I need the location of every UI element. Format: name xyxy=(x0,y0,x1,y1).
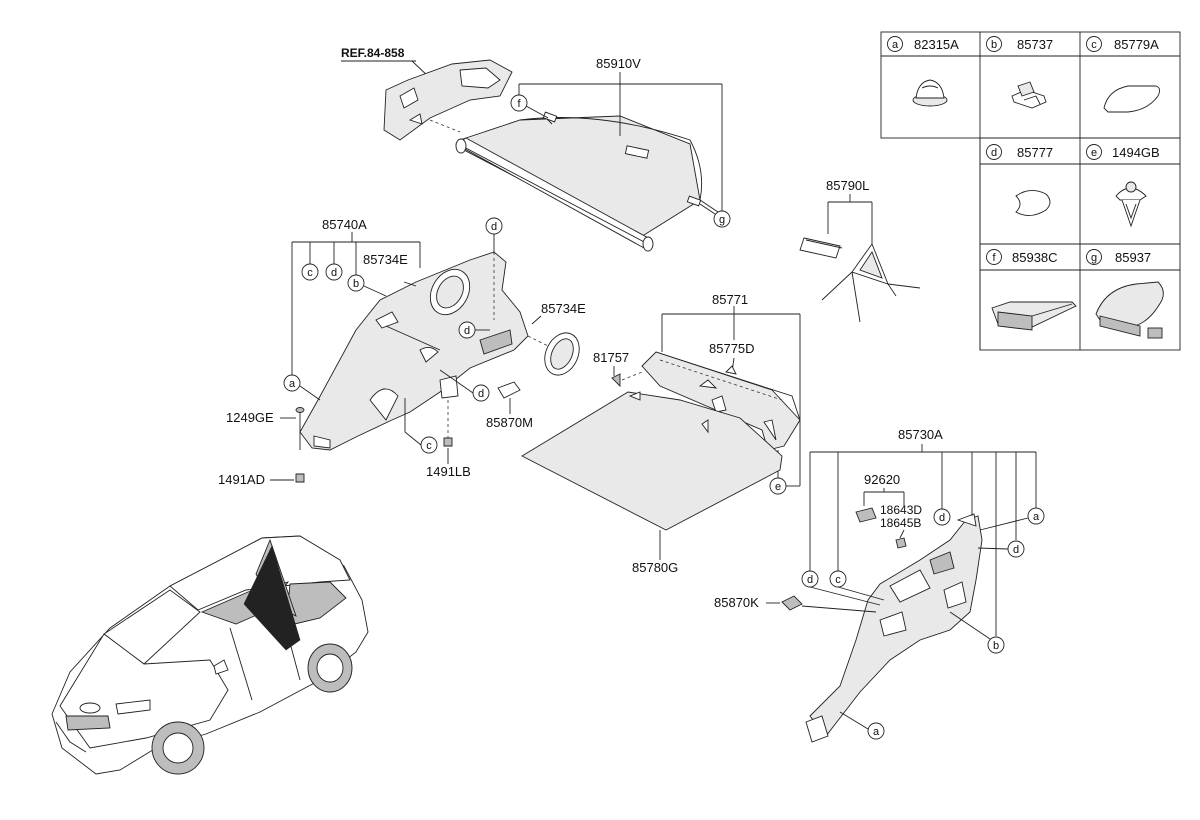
legend-code-85779a: 85779A xyxy=(1114,37,1159,52)
callout-d-left-4: d xyxy=(478,388,484,400)
callout-c-left-2: c xyxy=(426,440,432,452)
legend-letter-d: d xyxy=(991,147,997,159)
reference-label: REF.84-858 xyxy=(341,46,431,79)
legend-letter-e: e xyxy=(1091,147,1097,159)
label-92620: 92620 xyxy=(864,472,900,487)
reference-text: REF.84-858 xyxy=(341,46,405,60)
label-81757: 81757 xyxy=(593,350,629,365)
garnish-85870k-icon xyxy=(781,595,803,611)
callout-85910v: 85910V f g xyxy=(510,56,731,228)
callout-g: g xyxy=(719,214,725,226)
label-18643d: 18643D xyxy=(880,503,922,517)
callout-a-left: a xyxy=(289,378,296,390)
legend-letter-b: b xyxy=(991,39,997,51)
clip-85737-icon xyxy=(1011,81,1047,109)
label-85870k: 85870K xyxy=(714,595,759,610)
label-85740a: 85740A xyxy=(322,217,367,232)
legend-code-85937: 85937 xyxy=(1115,250,1151,265)
callout-d-left-1: d xyxy=(331,267,337,279)
legend-code-85777: 85777 xyxy=(1017,145,1053,160)
garnish-85870m xyxy=(497,381,521,399)
callout-c-right: c xyxy=(835,574,841,586)
callout-d-left-3: d xyxy=(464,325,470,337)
bulb-icon xyxy=(895,537,907,549)
legend-letter-a: a xyxy=(892,39,899,51)
callout-b-right: b xyxy=(993,640,999,652)
transverse-callouts: 85771 85775D e 81757 xyxy=(593,292,801,495)
callout-a-right-1: a xyxy=(1033,511,1040,523)
legend-cell-f: f 85938C xyxy=(986,249,1058,265)
legend-letter-g: g xyxy=(1091,252,1097,264)
callout-d-right-3: d xyxy=(1013,544,1019,556)
legend-code-82315a: 82315A xyxy=(914,37,959,52)
legend-cell-d: d 85777 xyxy=(986,144,1053,160)
callout-d-right-1: d xyxy=(807,574,813,586)
bracket-85938c-icon xyxy=(991,301,1077,331)
legend-code-85737: 85737 xyxy=(1017,37,1053,52)
callout-a-right-2: a xyxy=(873,726,880,738)
callout-d-left-2: d xyxy=(491,221,497,233)
label-85910v: 85910V xyxy=(596,56,641,71)
right-trim-callouts: 85730A d c d a d b a 92620 18 xyxy=(714,427,1045,740)
right-luggage-trim xyxy=(805,513,983,743)
cargo-cover-assembly xyxy=(383,59,719,252)
luggage-mat: 85780G xyxy=(521,391,783,575)
left-trim-callouts: 85740A 85734E c d b a d d d c 85734E xyxy=(283,217,586,454)
label-85775d: 85775D xyxy=(709,341,755,356)
left-luggage-trim xyxy=(299,251,529,451)
label-85771: 85771 xyxy=(712,292,748,307)
legend-letter-c: c xyxy=(1091,39,1097,51)
label-1249ge: 1249GE xyxy=(226,410,274,425)
legend-cell-a: a 82315A xyxy=(887,36,959,52)
screw-1491ad: 1491AD xyxy=(218,472,305,487)
legend-code-85938c: 85938C xyxy=(1012,250,1058,265)
transverse-trim-85771 xyxy=(641,351,801,451)
callout-b-left: b xyxy=(353,278,359,290)
clip-1494gb-icon xyxy=(1115,181,1147,228)
callout-d-right-2: d xyxy=(939,512,945,524)
clip-85777-icon xyxy=(1015,190,1051,216)
bolt-1491lb: 1491LB xyxy=(426,400,471,479)
label-1491lb: 1491LB xyxy=(426,464,471,479)
label-85870m: 85870M xyxy=(486,415,533,430)
lamp-92620-icon xyxy=(855,507,877,523)
label-85780g: 85780G xyxy=(632,560,678,575)
label-85734e-right: 85734E xyxy=(541,301,586,316)
callout-e: e xyxy=(775,481,781,493)
bracket-85937-icon xyxy=(1095,281,1164,339)
label-85790l: 85790L xyxy=(826,178,869,193)
callout-c-left-1: c xyxy=(307,267,313,279)
label-18645b: 18645B xyxy=(880,516,921,530)
legend-cell-b: b 85737 xyxy=(986,36,1053,52)
clip-82315a-icon xyxy=(912,79,948,107)
label-1491ad: 1491AD xyxy=(218,472,265,487)
callout-f: f xyxy=(517,98,521,110)
label-85734e-left: 85734E xyxy=(363,252,408,267)
warning-triangle: 85790L xyxy=(799,178,921,323)
screw-1249ge: 1249GE xyxy=(226,407,305,450)
legend-cell-c: c 85779A xyxy=(1086,36,1159,52)
legend-cell-g: g 85937 xyxy=(1086,249,1151,265)
legend-code-1494gb: 1494GB xyxy=(1112,145,1160,160)
legend-letter-f: f xyxy=(992,252,996,264)
vehicle-illustration xyxy=(51,535,369,775)
legend-table: a 82315A b 85737 c 85779A d 85777 e 1494… xyxy=(880,31,1181,351)
label-85730a: 85730A xyxy=(898,427,943,442)
cover-85779a-icon xyxy=(1103,85,1161,113)
legend-cell-e: e 1494GB xyxy=(1086,144,1160,160)
left-trim-cover-85734e xyxy=(527,332,580,376)
